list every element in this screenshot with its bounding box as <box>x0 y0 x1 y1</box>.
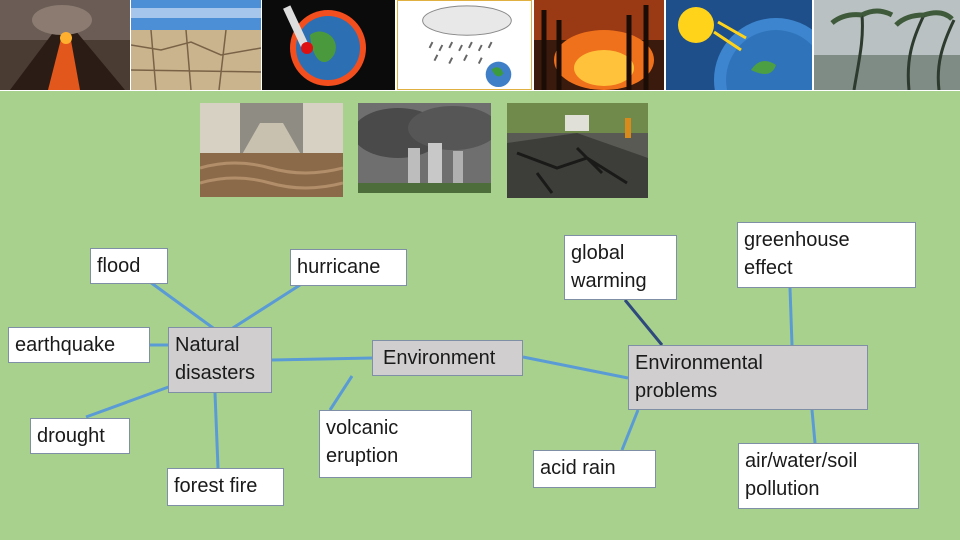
drought-photo <box>131 0 261 90</box>
factory-pollution-photo <box>358 103 491 193</box>
link-natural-disasters-drought <box>85 383 175 419</box>
link-environmental-problems-global-warming <box>623 299 664 346</box>
hurricane-photo <box>814 0 960 90</box>
earthquake-photo <box>507 103 648 198</box>
volcano-photo <box>0 0 130 90</box>
forest-fire-photo <box>534 0 664 90</box>
node-acid-rain: acid rain <box>533 450 656 488</box>
flood-photo <box>200 103 343 197</box>
link-natural-disasters-hurricane <box>224 283 301 335</box>
link-natural-disasters-environment <box>271 356 373 362</box>
link-environmental-problems-greenhouse-effect <box>788 287 794 346</box>
link-environmental-problems-acid-rain <box>620 409 640 451</box>
node-earthquake: earthquake <box>8 327 150 363</box>
node-environmental-problems: Environmental problems <box>628 345 868 410</box>
node-forest-fire: forest fire <box>167 468 284 506</box>
node-hurricane: hurricane <box>290 249 407 286</box>
rain-cloud-drawing <box>397 0 532 90</box>
link-natural-disasters-forest-fire <box>213 392 220 469</box>
link-environment-volcanic-eruption <box>328 375 354 411</box>
global-warming-photo <box>262 0 395 90</box>
node-drought: drought <box>30 418 130 454</box>
node-flood: flood <box>90 248 168 284</box>
link-environmental-problems-pollution <box>810 409 817 444</box>
node-volcanic-eruption: volcanic eruption <box>319 410 472 478</box>
node-environment: Environment <box>372 340 523 376</box>
node-greenhouse-effect: greenhouse effect <box>737 222 916 288</box>
node-global-warming: global warming <box>564 235 677 300</box>
node-air-water-soil-pollution: air/water/soil pollution <box>738 443 919 509</box>
node-natural-disasters: Natural disasters <box>168 327 272 393</box>
link-environment-environmental-problems <box>522 355 629 380</box>
link-natural-disasters-flood <box>149 280 221 335</box>
greenhouse-effect-drawing <box>666 0 812 90</box>
